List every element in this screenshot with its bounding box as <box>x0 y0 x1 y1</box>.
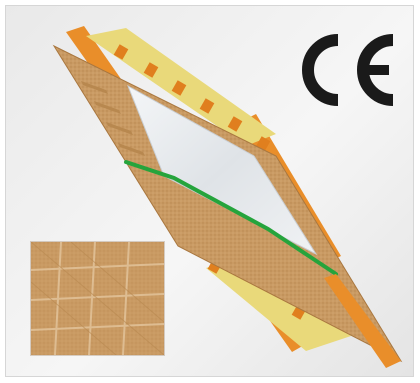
tape-green <box>124 160 338 276</box>
ce-mark-icon <box>302 34 394 106</box>
edge-trim <box>324 274 401 368</box>
membrane-swatch <box>31 242 164 355</box>
product-image-panel <box>5 5 414 377</box>
foil-layer <box>127 84 318 256</box>
roof-panel-illustration <box>52 26 403 368</box>
membrane-overlaps <box>81 81 145 156</box>
